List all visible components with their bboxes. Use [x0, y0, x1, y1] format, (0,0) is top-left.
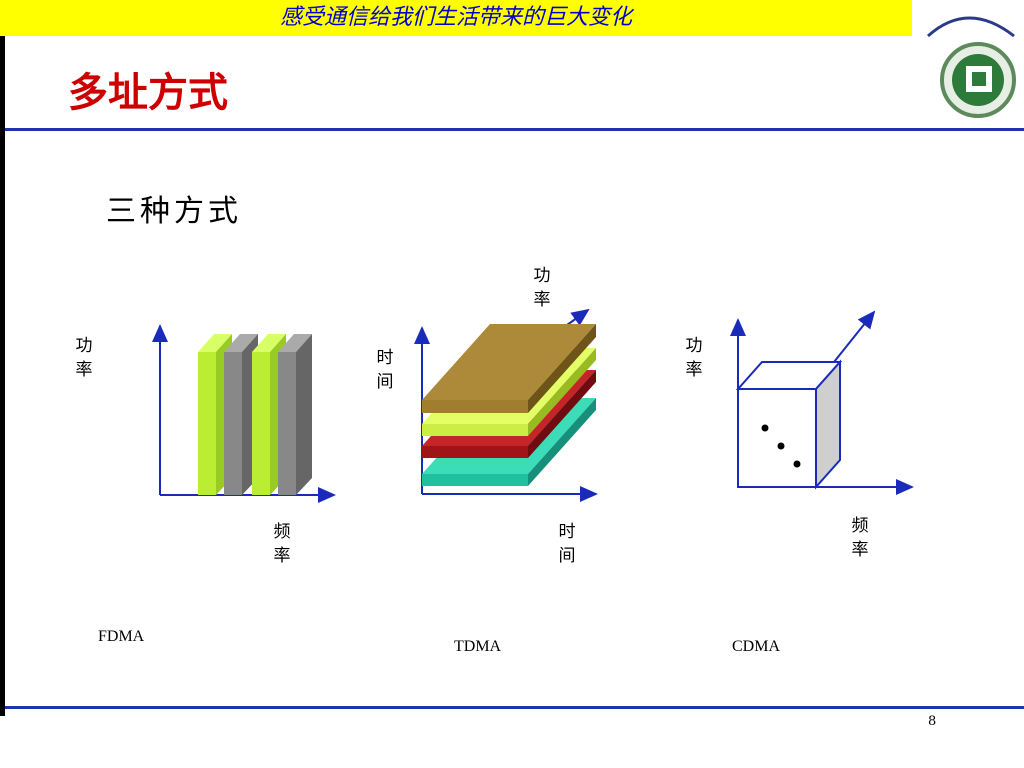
- tdma-x-axis-label: 时间: [558, 522, 576, 566]
- title-divider: [5, 128, 1024, 131]
- page-number: 8: [928, 714, 937, 729]
- footer-divider: [5, 706, 1024, 709]
- tdma-slot-4: [422, 324, 596, 413]
- page-title: 多址方式: [68, 70, 228, 116]
- fdma-caption: FDMA: [98, 628, 145, 645]
- tdma-diagram: [414, 308, 598, 502]
- tdma-caption: TDMA: [454, 638, 502, 655]
- fdma-y-axis-label: 功率: [75, 336, 93, 380]
- tdma-y-axis-label: 时间: [376, 348, 394, 392]
- cdma-code-point: [761, 424, 769, 432]
- section-subtitle: 三种方式: [106, 194, 242, 229]
- cdma-x-axis-label: 频率: [851, 516, 869, 560]
- university-logo-icon: [926, 16, 1016, 118]
- left-border: [0, 36, 5, 716]
- cdma-code-point: [777, 442, 785, 450]
- cdma-diagram: [730, 310, 914, 495]
- header-banner: [0, 0, 912, 36]
- cdma-y-axis-label: 功率: [685, 336, 703, 380]
- cdma-code-point: [793, 460, 801, 468]
- tdma-z-axis-label: 功率: [533, 266, 551, 310]
- fdma-channel-4: [278, 334, 312, 495]
- banner-text: 感受通信给我们生活带来的巨大变化: [279, 5, 632, 30]
- cdma-caption: CDMA: [732, 638, 781, 655]
- fdma-x-axis-label: 频率: [273, 522, 291, 566]
- fdma-diagram: [152, 324, 336, 503]
